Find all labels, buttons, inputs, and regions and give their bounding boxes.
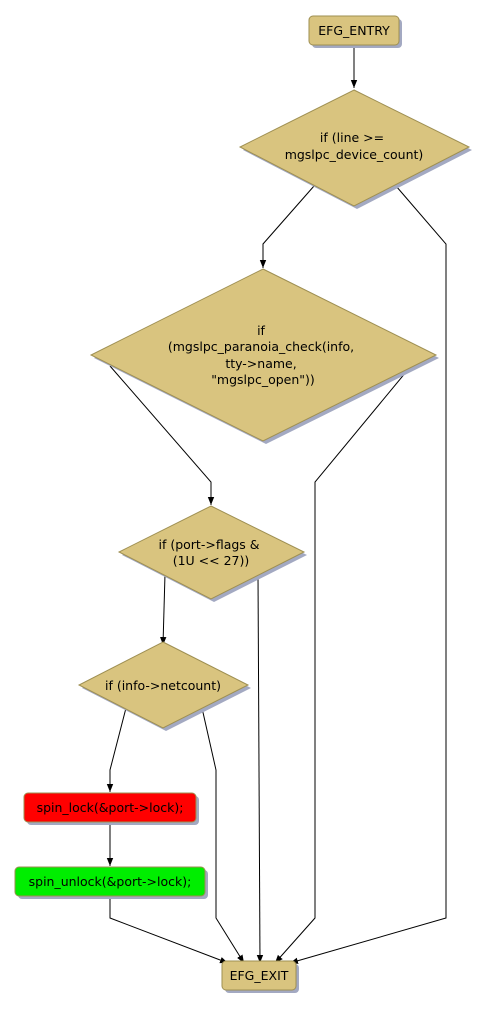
condition-flags-node: if (port->flags & (1U << 27)) [117,505,307,602]
condition-line-text-1: if (line >= [320,130,384,145]
condition-paranoia-text-1: if [257,323,265,338]
condition-netcount-text-1: if (info->netcount) [105,678,221,693]
svg-text:if (mgslpc_paranoia_chec: if (mgslpc_paranoia_check(info, tty->nam… [168,323,358,387]
spin-unlock-node: spin_unlock(&port->lock); [14,866,208,899]
condition-netcount-diamond [77,641,250,729]
condition-line-node: if (line >= mgslpc_device_count) [238,89,472,209]
spin-unlock-box [14,866,206,897]
entry-node: EFG_ENTRY [308,15,402,48]
edges [106,45,447,964]
edge-paranoia-to-exit [274,365,412,964]
condition-line-text-2: mgslpc_device_count) [285,147,424,162]
condition-paranoia-text-4: "mgslpc_open")) [211,372,315,387]
condition-flags-text-1: if (port->flags & [158,537,259,552]
spin-lock-box [23,792,197,823]
condition-netcount-node: if (info->netcount) [77,641,251,731]
condition-line-diamond [238,89,471,207]
entry-box [308,15,400,46]
exit-box [221,960,297,991]
exit-label: EFG_EXIT [230,968,289,983]
edge-paranoia-to-flags [109,365,215,505]
spin-unlock-label: spin_unlock(&port->lock); [29,874,192,889]
edge-spinunlock-to-exit [109,896,229,964]
spin-lock-node: spin_lock(&port->lock); [23,792,199,825]
edge-line-to-exit [289,185,447,964]
condition-flags-text-2: (1U << 27)) [173,553,250,568]
svg-text:if (line >= mgslpc_devic: if (line >= mgslpc_device_count) [285,130,424,162]
condition-paranoia-diamond [89,268,438,442]
edge-netcount-to-spinlock [106,707,127,792]
spin-lock-label: spin_lock(&port->lock); [37,800,184,815]
edge-flags-to-netcount [160,573,167,646]
svg-text:if (port->flags & (1U <<: if (port->flags & (1U << 27)) [158,537,263,568]
entry-label: EFG_ENTRY [318,23,390,38]
svg-text:if (info->netcount): if (info->netcount) [105,678,221,693]
condition-paranoia-text-3: tty->name, [225,356,296,371]
edge-flags-to-exit [256,573,264,964]
condition-flags-diamond [117,505,306,600]
condition-paranoia-node: if (mgslpc_paranoia_check(info, tty->nam… [89,268,439,444]
edge-line-to-paranoia [259,185,315,268]
exit-node: EFG_EXIT [221,960,299,993]
edge-netcount-to-exit [201,707,245,964]
condition-paranoia-text-2: (mgslpc_paranoia_check(info, [168,339,354,354]
